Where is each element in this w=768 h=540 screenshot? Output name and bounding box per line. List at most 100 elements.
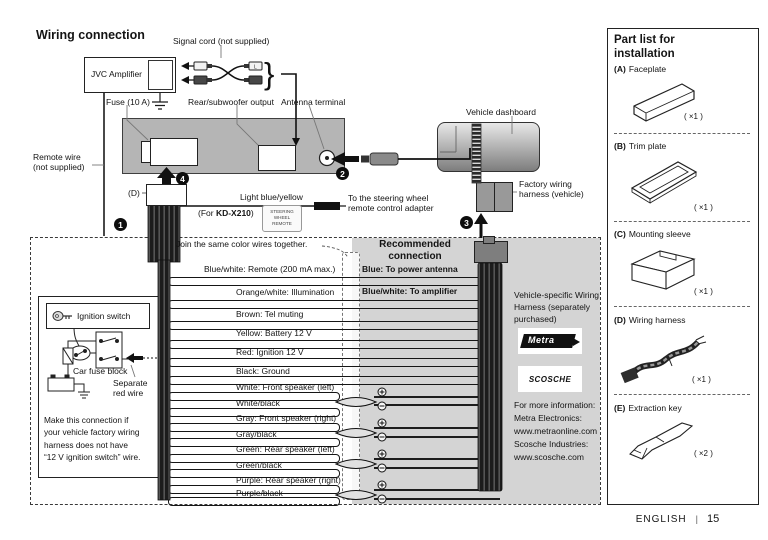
part-separator xyxy=(614,306,750,307)
trim-plate-drawing xyxy=(630,161,698,204)
wire-label: Purple: Rear speaker (right) xyxy=(236,475,341,485)
arrow-up-step3-icon xyxy=(474,213,488,238)
join-note: Join the same color wires together. xyxy=(176,239,308,249)
brace-glyph: } xyxy=(264,56,275,91)
ignition-switch-label-box: Ignition switch xyxy=(46,303,150,329)
signal-cord-label: Signal cord (not supplied) xyxy=(173,36,270,46)
wire-brown-telmuting xyxy=(168,321,502,330)
wire-label: Green: Rear speaker (left) xyxy=(236,444,335,454)
wire-label: White/black xyxy=(236,398,280,408)
part-qty: ( ×1 ) xyxy=(694,287,713,296)
harness-info-title: purchased) xyxy=(514,314,557,324)
harness-info-title: Harness (separately xyxy=(514,302,591,312)
part-qty: ( ×1 ) xyxy=(692,375,711,384)
page-footer: ENGLISH | 15 xyxy=(600,513,755,525)
ignition-switch-label: Ignition switch xyxy=(77,311,131,321)
wire-label: Black: Ground xyxy=(236,366,290,376)
wire-label: Green/black xyxy=(236,460,282,470)
factory-wiring-harness-connector xyxy=(476,182,513,212)
harness-info-line: www.scosche.com xyxy=(514,452,584,462)
metra-logo-arrow xyxy=(573,338,580,346)
jvc-amplifier-box: JVC Amplifier xyxy=(84,57,176,93)
faceplate-drawing xyxy=(633,83,695,122)
harness-info-line: For more information: xyxy=(514,400,596,410)
part-qty: ( ×1 ) xyxy=(694,203,713,212)
step-marker-3: 3 xyxy=(460,216,473,229)
part-qty: ( ×2 ) xyxy=(694,449,713,458)
head-unit-harness-socket xyxy=(150,138,198,166)
speaker-line xyxy=(374,436,500,438)
harness-section-dashed-box xyxy=(30,237,601,505)
footer-page-number: 15 xyxy=(707,513,720,525)
wire-bluewhite-remote xyxy=(168,277,502,286)
recommended-wire-label: Blue: To power antenna xyxy=(362,264,458,274)
fuse-label: Fuse (10 A) xyxy=(106,97,150,107)
part-qty: ( ×1 ) xyxy=(684,112,703,121)
part-separator xyxy=(614,394,750,395)
wire-black-ground xyxy=(168,376,502,385)
part-separator xyxy=(614,221,750,222)
ground-symbol-icon xyxy=(152,91,168,110)
speaker-line xyxy=(374,489,500,491)
wire-orangewhite-illumination xyxy=(168,300,502,309)
speaker-line xyxy=(374,427,500,429)
part-separator xyxy=(614,133,750,134)
harness-info-title: Vehicle-specific Wiring xyxy=(514,290,600,300)
harness-info-line: Metra Electronics: xyxy=(514,413,583,423)
harness-info-line: Scosche Industries: xyxy=(514,439,589,449)
wire-label: Brown: Tel muting xyxy=(236,309,304,319)
wire-purpleblack xyxy=(168,497,340,506)
wiring-harness-connector-d xyxy=(146,184,187,206)
page-title: Wiring connection xyxy=(36,28,145,42)
part-item-b-label: (B)Trim plate xyxy=(614,141,667,151)
dashboard-label: Vehicle dashboard xyxy=(466,107,536,117)
rear-output-label: Rear/subwoofer output xyxy=(188,97,274,107)
footer-separator: | xyxy=(695,514,698,524)
steering-box-line: WHEEL xyxy=(273,215,291,221)
car-fuse-block-label: Car fuse block xyxy=(73,366,128,376)
wire-label: Yellow: Battery 12 V xyxy=(236,328,312,338)
wire-label: Gray: Front speaker (right) xyxy=(236,413,337,423)
amplifier-label: JVC Amplifier xyxy=(91,69,143,79)
fuse-10a xyxy=(141,141,151,163)
ignition-note: Make this connection if your vehicle fac… xyxy=(44,415,141,463)
wire-label: Red: Ignition 12 V xyxy=(236,347,304,357)
speaker-line xyxy=(374,467,500,469)
footer-language: ENGLISH xyxy=(635,514,687,525)
steering-box-line: STEERING xyxy=(270,209,294,214)
rear-subwoofer-output-jacks xyxy=(258,145,296,171)
steering-box-line: REMOTE xyxy=(272,221,292,227)
connector-latch xyxy=(483,236,495,244)
wire-label: Blue/white: Remote (200 mA max.) xyxy=(204,264,336,274)
mounting-sleeve-drawing xyxy=(630,250,696,290)
speaker-line xyxy=(374,396,500,398)
step-marker-2: 2 xyxy=(336,167,349,180)
vehicle-specific-harness-connector xyxy=(474,241,508,263)
remote-wire-label: Remote wire(not supplied) xyxy=(33,152,85,173)
speaker-line xyxy=(374,458,500,460)
vehicle-dashboard xyxy=(437,122,540,172)
step-marker-4: 4 xyxy=(176,172,189,185)
speaker-line xyxy=(374,498,500,500)
wiring-harness-drawing xyxy=(620,335,707,384)
steering-model-note: (For KD-X210) xyxy=(198,208,254,218)
step-marker-1: 1 xyxy=(114,218,127,231)
wire-label: Orange/white: Illumination xyxy=(236,287,335,297)
wire-red-ignition xyxy=(168,358,502,367)
wire-label: White: Front speaker (left) xyxy=(236,382,335,392)
antenna-terminal-label: Antenna terminal xyxy=(281,97,346,107)
metra-logo: Metra xyxy=(518,328,582,354)
part-item-e-label: (E)Extraction key xyxy=(614,403,682,413)
part-item-c-label: (C)Mounting sleeve xyxy=(614,229,691,239)
part-item-d-label: (D)Wiring harness xyxy=(614,315,686,325)
plug-label: L xyxy=(254,65,257,71)
amplifier-input-jacks xyxy=(148,60,173,90)
connector-d-label: (D) xyxy=(128,188,140,198)
extraction-key-drawing xyxy=(629,422,694,460)
